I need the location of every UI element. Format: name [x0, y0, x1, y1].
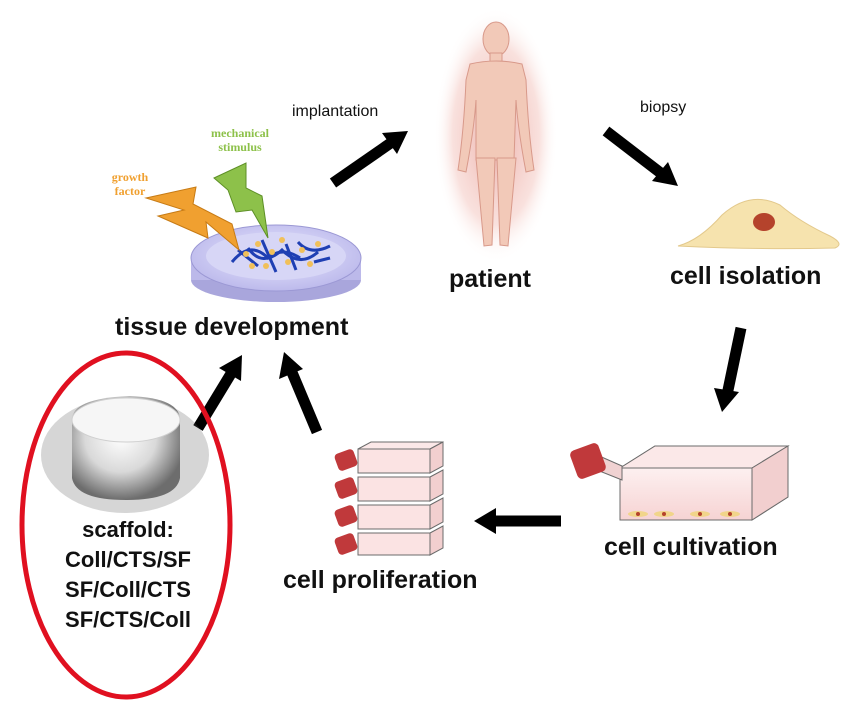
arrow-scaffold-to-tissue: [193, 355, 242, 431]
mechanical-stimulus-label: mechanical stimulus: [198, 126, 282, 154]
flask-stack: [334, 441, 444, 556]
growth-factor-line-1: growth: [111, 170, 149, 184]
seeded-cells: [243, 237, 321, 269]
arrow-proliferation-to-tissue: [279, 352, 323, 435]
scaffold-sponge: [41, 396, 209, 513]
scaffold-title: scaffold:: [82, 517, 174, 542]
patient-figure: [434, 7, 558, 263]
scaffold-fibers: [230, 239, 331, 273]
arrow-cultivation-to-proliferation: [474, 508, 561, 534]
node-label-cell-cultivation: cell cultivation: [604, 533, 778, 561]
arrow-isolation-to-cultivation: [714, 326, 747, 412]
growth-factor-line-2: factor: [114, 184, 146, 198]
node-label-cell-isolation: cell isolation: [670, 262, 822, 290]
culture-flask: [570, 443, 790, 521]
arrow-implantation: [329, 131, 408, 188]
scaffold-composition-2: SF/Coll/CTS: [65, 577, 191, 602]
mechanical-stimulus-line-1: mechanical: [211, 126, 269, 140]
edge-label-implantation: implantation: [292, 103, 379, 120]
node-label-patient: patient: [449, 265, 531, 293]
isolated-cell: [677, 198, 840, 250]
edge-label-biopsy: biopsy: [640, 99, 687, 116]
growth-factor-label: growth factor: [103, 170, 157, 198]
mechanical-stimulus-bolt-icon: [213, 162, 269, 239]
growth-factor-bolt-icon: [144, 186, 240, 252]
scaffold-composition-3: SF/CTS/Coll: [65, 607, 191, 632]
node-label-cell-proliferation: cell proliferation: [283, 566, 478, 594]
node-label-tissue-development: tissue development: [115, 313, 349, 341]
petri-dish: [190, 224, 362, 302]
arrow-biopsy: [602, 126, 678, 186]
scaffold-label-block: scaffold: Coll/CTS/SF SF/Coll/CTS SF/CTS…: [38, 515, 218, 635]
scaffold-highlight-ellipse: [19, 350, 233, 700]
mechanical-stimulus-line-2: stimulus: [218, 140, 262, 154]
scaffold-composition-1: Coll/CTS/SF: [65, 547, 191, 572]
